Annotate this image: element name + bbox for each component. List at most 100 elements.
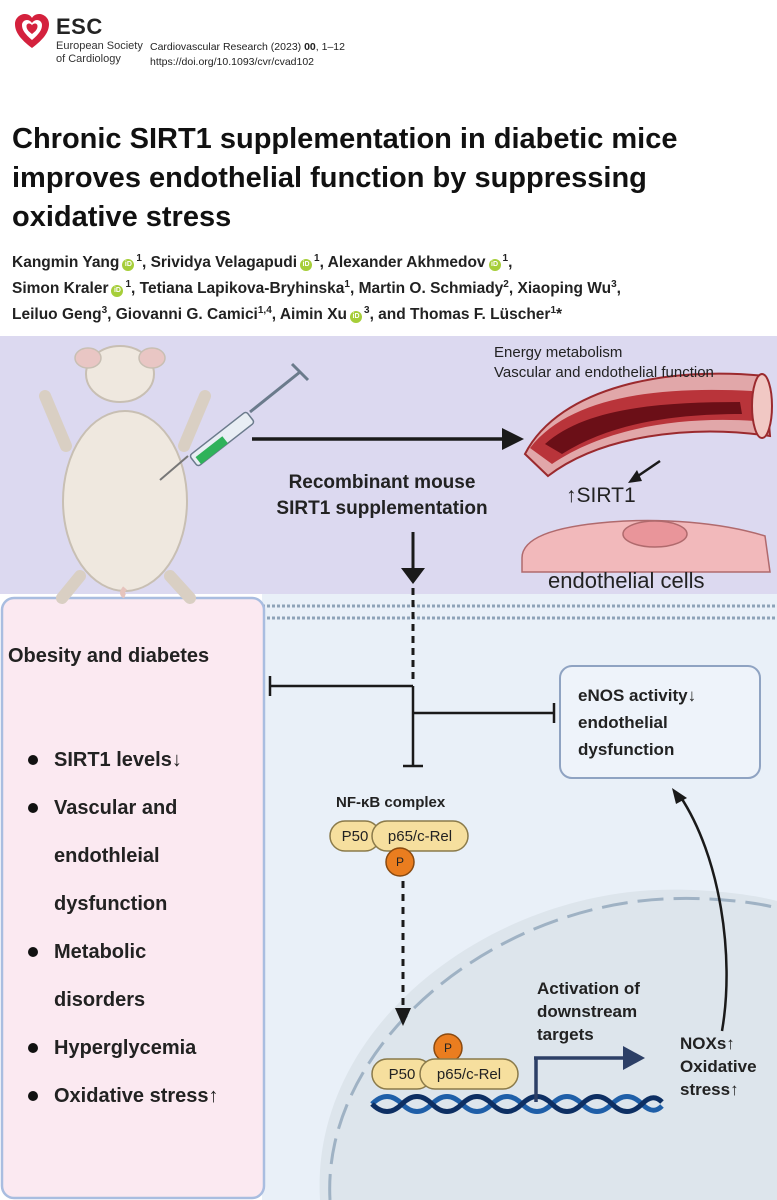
author-separator: , — [107, 306, 116, 323]
supplementation-label: Recombinant mouse SIRT1 supplementation — [262, 470, 502, 522]
article-header: ESC European Society of Cardiology Cardi… — [0, 0, 777, 96]
bullet-icon — [28, 947, 38, 957]
bullet-icon — [28, 755, 38, 765]
inhibition-to-obesity-box — [268, 676, 413, 696]
author-separator: , — [508, 280, 518, 297]
journal-citation: Cardiovascular Research (2023) 00, 1–12 … — [150, 40, 345, 70]
author-name: Tetiana Lapikova-Bryhinska — [139, 280, 345, 297]
doi-link[interactable]: https://doi.org/10.1093/cvr/cvad102 — [150, 56, 315, 68]
esc-logo-text: ESC — [56, 14, 103, 39]
graphical-abstract — [0, 336, 777, 1200]
list-item-line: Metabolic — [54, 941, 147, 963]
author-separator: * — [556, 306, 563, 323]
top-right-label-line-1: Energy metabolism — [494, 344, 623, 361]
bullet-icon — [28, 1043, 38, 1053]
author-name: Xiaoping Wu — [517, 280, 612, 297]
sirt1-up-label: ↑SIRT1 — [566, 484, 636, 507]
author-separator: , — [349, 280, 359, 297]
enos-line-1: eNOS activity↓ — [578, 686, 697, 705]
author-affiliation: 1 — [125, 278, 132, 290]
author-affiliation: 1 — [550, 304, 557, 316]
endothelial-cell-illustration — [521, 519, 771, 573]
list-item: Metabolic disorders — [26, 928, 256, 1024]
enos-line-3: dysfunction — [578, 740, 675, 759]
article-title: Chronic SIRT1 supplementation in diabeti… — [12, 123, 678, 233]
p50-bottom-label: P50 — [388, 1066, 416, 1083]
arrow-to-vessel — [252, 428, 524, 450]
author-affiliation: 1,4 — [257, 304, 272, 316]
activation-arrow — [534, 1046, 645, 1102]
orcid-icon[interactable]: iD — [488, 259, 501, 271]
author-name: Leiluo Geng — [12, 306, 102, 323]
esc-subtitle-line-2: of Cardiology — [56, 53, 121, 65]
author-name: Kangmin Yang — [12, 254, 120, 271]
nucleus-shape — [319, 889, 777, 1200]
list-item: Hyperglycemia — [26, 1024, 256, 1072]
result-line-2: Oxidative — [680, 1057, 757, 1076]
author-affiliation: 3 — [101, 304, 108, 316]
p65-top-label: p65/c-Rel — [387, 828, 453, 845]
mouse-illustration — [39, 345, 211, 604]
blood-vessel-illustration — [523, 372, 773, 478]
top-right-label-line-2: Vascular and endothelial function — [494, 364, 714, 381]
bullet-icon — [28, 1091, 38, 1101]
esc-subtitle-line-1: European Society — [56, 40, 143, 52]
journal-name: Cardiovascular Research (2023) — [150, 41, 305, 53]
result-line-3: stress↑ — [680, 1080, 739, 1099]
author-name: Simon Kraler — [12, 280, 109, 297]
inhibition-to-enos-box — [403, 686, 556, 768]
nuclear-membrane-outline — [328, 896, 777, 1200]
author-name: Alexander Akhmedov — [327, 254, 486, 271]
author-name: Aimin Xu — [279, 306, 347, 323]
author-affiliation: 3 — [364, 304, 370, 316]
supplementation-line-2: SIRT1 supplementation — [276, 498, 488, 519]
author-affiliation: 3 — [611, 278, 617, 290]
author-affiliation: 1 — [314, 252, 320, 264]
p50-top-label: P50 — [341, 828, 369, 845]
nfkb-complex-bottom — [371, 1033, 519, 1090]
enos-box — [559, 665, 761, 779]
activation-line-2: downstream — [537, 1002, 638, 1021]
bullet-icon — [28, 803, 38, 813]
result-label: NOXs↑ Oxidative stress↑ — [680, 1032, 757, 1101]
phospho-top-label: P — [395, 855, 404, 869]
orcid-icon[interactable]: iD — [111, 285, 124, 297]
orcid-icon[interactable]: iD — [122, 259, 135, 271]
list-item-line: disorders — [54, 989, 146, 1011]
translocation-arrowhead — [395, 1008, 411, 1026]
enos-line-2: endothelial — [578, 713, 668, 732]
list-item: Oxidative stress↑ — [26, 1072, 256, 1120]
nfkb-complex-label: NF-κB complex — [336, 794, 446, 811]
supplementation-line-1: Recombinant mouse — [288, 472, 476, 493]
activation-label: Activation of downstream targets — [537, 977, 640, 1046]
author-separator: , — [271, 306, 280, 323]
author-separator: , — [131, 280, 140, 297]
list-item: SIRT1 levels↓ — [26, 736, 256, 784]
list-item-line: SIRT1 levels↓ — [54, 749, 182, 771]
enos-box-text: eNOS activity↓ endothelial dysfunction — [578, 682, 696, 763]
orcid-icon[interactable]: iD — [350, 311, 362, 323]
author-separator: , and — [369, 306, 411, 323]
result-line-1: NOXs↑ — [680, 1034, 735, 1053]
nfkb-complex-top — [329, 820, 469, 877]
journal-volume: 00 — [304, 41, 316, 53]
syringe-icon — [159, 362, 310, 481]
author-affiliation: 2 — [503, 278, 509, 290]
author-separator: , — [319, 254, 328, 271]
author-separator: , — [616, 280, 621, 297]
author-name: Srividya Velagapudi — [150, 254, 298, 271]
author-separator: , — [141, 254, 151, 271]
activation-line-1: Activation of — [537, 979, 640, 998]
orcid-icon[interactable]: iD — [300, 259, 313, 271]
endothelial-cells-label: endothelial cells — [548, 568, 705, 593]
list-item-line: Hyperglycemia — [54, 1037, 197, 1059]
author-separator: , — [508, 254, 513, 271]
curved-arrow-to-enos — [672, 788, 728, 1032]
p65-bottom-label: p65/c-Rel — [436, 1066, 502, 1083]
dna-helix-icon — [370, 1094, 664, 1114]
supplementation-arrow — [401, 532, 425, 682]
phospho-bottom-label: P — [443, 1041, 452, 1055]
author-affiliation: 1 — [344, 278, 350, 290]
